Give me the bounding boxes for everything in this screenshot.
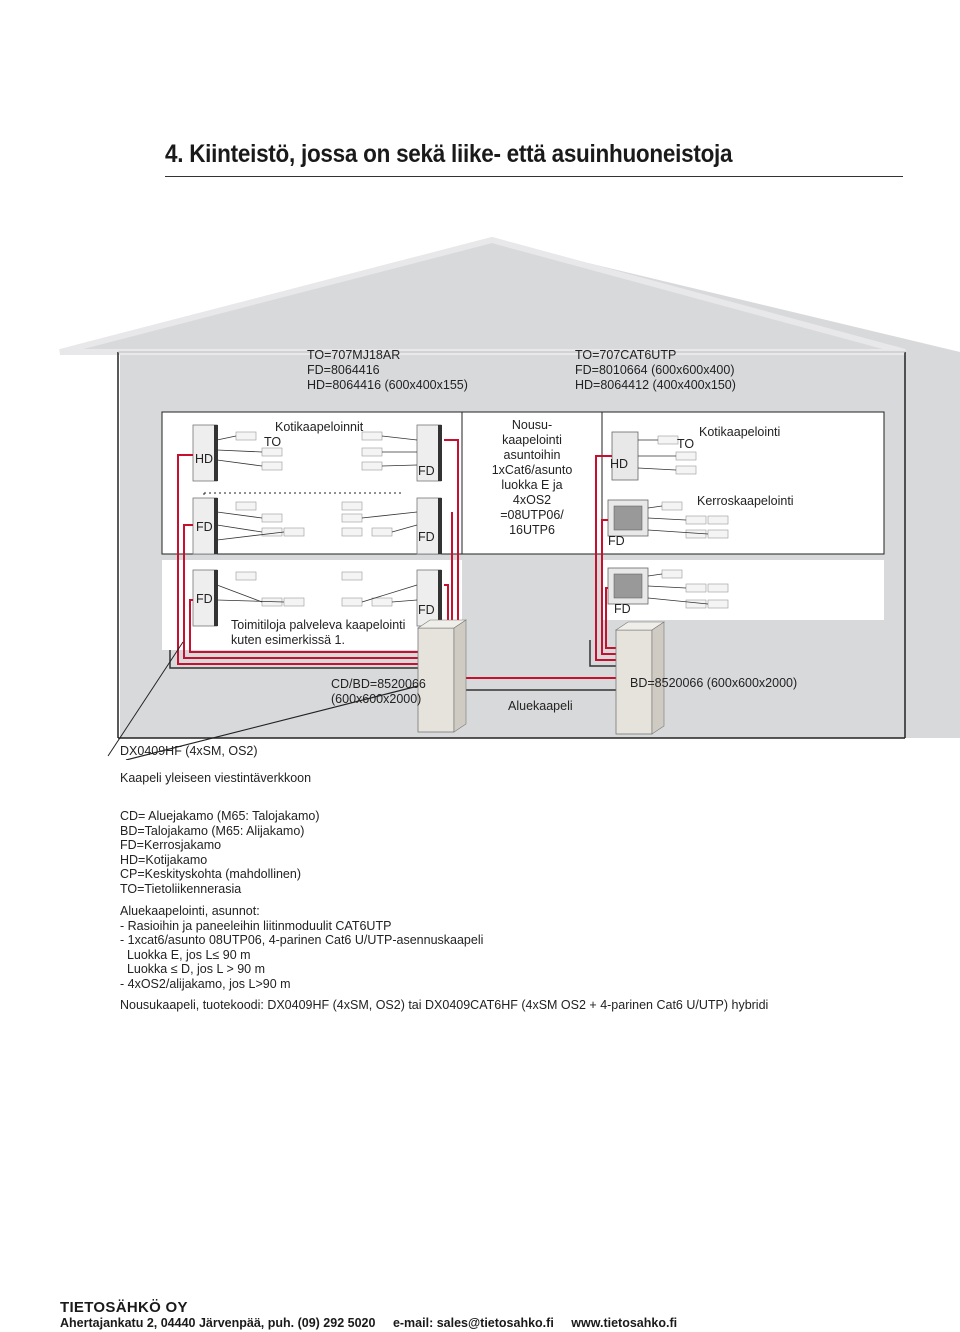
label-fd-left-e: FD bbox=[418, 603, 435, 617]
label-fd-right-a: FD bbox=[608, 534, 625, 548]
label-cd-bd-line-2: (600x600x2000) bbox=[331, 692, 422, 706]
label-dx: DX0409HF (4xSM, OS2) bbox=[120, 744, 258, 758]
floor-cabinet-cd-bd bbox=[417, 619, 467, 733]
footer-web[interactable]: www.tietosahko.fi bbox=[571, 1316, 678, 1330]
spec-left: TO=707MJ18AR FD=8064416 HD=8064416 (600x… bbox=[307, 348, 468, 393]
label-cd-bd: CD/BD=8520066 (600x600x2000) bbox=[331, 677, 426, 707]
spec-right: TO=707CAT6UTP FD=8010664 (600x600x400) H… bbox=[575, 348, 736, 393]
label-kaapeli-yleiseen: Kaapeli yleiseen viestintäverkkoon bbox=[120, 771, 312, 785]
label-nousukaapelointi: Nousu- kaapelointi asuntoihin 1xCat6/asu… bbox=[466, 418, 598, 538]
footer-company: TIETOSÄHKÖ OY bbox=[60, 1299, 188, 1316]
title-divider bbox=[165, 176, 903, 177]
label-to-right: TO bbox=[677, 437, 695, 451]
spec-right-line-3: HD=8064412 (400x400x150) bbox=[575, 378, 736, 392]
spec-left-line-2: FD=8064416 bbox=[307, 363, 380, 377]
label-toimitiloja: Toimitiloja palveleva kaapelointi kuten … bbox=[231, 618, 405, 648]
label-fd-left-d: FD bbox=[196, 592, 213, 606]
legend-line-2: BD=Talojakamo (M65: Alijakamo) bbox=[120, 823, 305, 838]
footer-contact: Ahertajankatu 2, 04440 Järvenpää, puh. (… bbox=[60, 1316, 691, 1330]
footer-address: Ahertajankatu 2, 04440 Järvenpää, puh. (… bbox=[60, 1316, 376, 1330]
spec-left-line-3: HD=8064416 (600x400x155) bbox=[307, 378, 468, 392]
floor-cabinet-bd-right bbox=[615, 621, 665, 735]
alue-line-3: - 1xcat6/asunto 08UTP06, 4-parinen Cat6 … bbox=[120, 933, 484, 947]
center-line-3: asuntoihin bbox=[503, 448, 561, 462]
spec-right-line-2: FD=8010664 (600x600x400) bbox=[575, 363, 735, 377]
footer-email[interactable]: e-mail: sales@tietosahko.fi bbox=[392, 1316, 554, 1330]
building-diagram bbox=[59, 236, 960, 760]
center-line-8: 16UTP6 bbox=[509, 523, 555, 537]
nousukaapeli-note: Nousukaapeli, tuotekoodi: DX0409HF (4xSM… bbox=[120, 998, 768, 1013]
cabinet-hd-left bbox=[192, 424, 442, 627]
label-cd-bd-line-1: CD/BD=8520066 bbox=[331, 677, 426, 691]
spec-right-line-1: TO=707CAT6UTP bbox=[575, 348, 677, 362]
label-fd-left-a: FD bbox=[418, 464, 435, 478]
label-bd-right: BD=8520066 (600x600x2000) bbox=[630, 676, 798, 690]
red-cables-left bbox=[177, 439, 459, 667]
label-fd-right-b: FD bbox=[614, 602, 631, 616]
floor-band-lower-right bbox=[602, 560, 884, 620]
alue-line-5: Luokka ≤ D, jos L > 90 m bbox=[120, 962, 266, 976]
legend-line-4: HD=Kotijakamo bbox=[120, 852, 208, 867]
page-title: 4. Kiinteistö, jossa on sekä liike- että… bbox=[165, 140, 733, 168]
label-hd-left: HD bbox=[195, 452, 214, 466]
center-line-7: =08UTP06/ bbox=[500, 508, 564, 522]
external-cable bbox=[125, 685, 419, 760]
nousukaapeli-text: Nousukaapeli, tuotekoodi: DX0409HF (4xSM… bbox=[120, 998, 769, 1012]
label-toimitiloja-line-1: Toimitiloja palveleva kaapelointi bbox=[231, 618, 406, 632]
outlet-group-left bbox=[235, 431, 393, 607]
alue-line-6: - 4xOS2/alijakamo, jos L>90 m bbox=[120, 976, 291, 991]
center-line-5: luokka E ja bbox=[501, 478, 563, 492]
label-to-left: TO bbox=[264, 435, 282, 449]
label-fd-left-c: FD bbox=[418, 530, 435, 544]
legend-line-1: CD= Aluejakamo (M65: Talojakamo) bbox=[120, 809, 320, 823]
alue-line-1: Aluekaapelointi, asunnot: bbox=[120, 904, 260, 918]
legend-line-6: TO=Tietoliikennerasia bbox=[120, 881, 242, 896]
label-hd-right: HD bbox=[610, 457, 629, 471]
legend-line-3: FD=Kerrosjakamo bbox=[120, 838, 222, 852]
legend: CD= Aluejakamo (M65: Talojakamo) BD=Talo… bbox=[120, 809, 320, 896]
floor-band-center bbox=[461, 411, 603, 555]
cabinet-hd-right bbox=[611, 431, 639, 481]
label-kotikaapeloinnit: Kotikaapeloinnit bbox=[275, 420, 364, 434]
label-kerroskaapelointi: Kerroskaapelointi bbox=[697, 494, 794, 508]
label-toimitiloja-line-2: kuten esimerkissä 1. bbox=[231, 633, 345, 647]
center-line-1: Nousu- bbox=[511, 418, 553, 432]
alue-line-4: Luokka E, jos L≤ 90 m bbox=[120, 947, 251, 962]
alue-line-2: - Rasioihin ja paneeleihin liitinmoduuli… bbox=[120, 918, 392, 933]
center-line-2: kaapelointi bbox=[502, 433, 562, 447]
legend-line-5: CP=Keskityskohta (mahdollinen) bbox=[120, 867, 301, 881]
center-line-4: 1xCat6/asunto bbox=[491, 463, 573, 477]
label-aluekaapeli: Aluekaapeli bbox=[508, 699, 573, 713]
label-kotikaapelointi: Kotikaapelointi bbox=[699, 425, 781, 439]
label-fd-left-b: FD bbox=[196, 520, 213, 534]
aluekaapelointi-notes: Aluekaapelointi, asunnot: - Rasioihin ja… bbox=[120, 904, 483, 991]
center-line-6: 4xOS2 bbox=[512, 493, 552, 507]
spec-left-line-1: TO=707MJ18AR bbox=[307, 348, 401, 362]
